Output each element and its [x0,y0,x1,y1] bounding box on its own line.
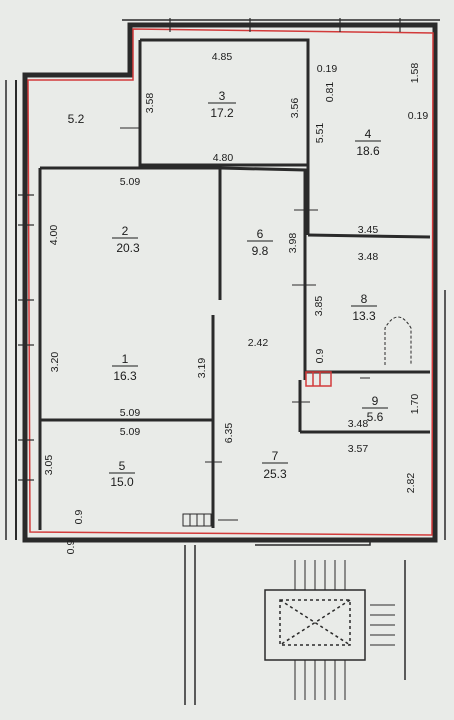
dim-room4-left: 5.51 [314,123,326,144]
dim-room3-bottom: 4.80 [213,152,234,164]
dim-room9-bottom: 3.48 [348,418,369,430]
riser-shaft [305,371,332,387]
room-3-number: 3 [219,89,226,103]
room-7-area: 25.3 [263,467,287,481]
dim-hall-width: 2.42 [248,337,269,349]
dim-room4-a: 0.19 [317,63,338,75]
dim-room4-d: 0.19 [408,110,429,122]
room-1-number: 1 [122,352,129,366]
dimension-ticks [120,127,370,521]
room-8-number: 8 [361,292,368,306]
dim-room7-top: 3.57 [348,443,369,455]
room-4-number: 4 [365,127,372,141]
room-5-area: 15.0 [110,475,134,489]
dim-room5-top: 5.09 [120,426,141,438]
dim-balcony: 5.2 [68,112,85,126]
room-labels: 1 16.3 2 20.3 3 17.2 4 18.6 5 15.0 6 9.8… [109,89,388,489]
bathtub [384,316,412,365]
dim-room2-left: 4.00 [48,225,60,246]
dim-room8-left: 3.85 [313,296,325,317]
dim-room8-top: 3.48 [358,251,379,263]
room-2-area: 20.3 [116,241,140,255]
dim-room1-right: 3.19 [196,358,208,379]
room-6-number: 6 [257,227,264,241]
room-1-area: 16.3 [113,369,137,383]
dim-room7-right: 2.82 [405,473,417,494]
room-7-number: 7 [272,449,279,463]
dim-room7-left: 6.35 [223,423,235,444]
dim-room3-left: 3.58 [144,93,156,114]
dim-room6-right: 3.98 [287,233,299,254]
dim-room9-left: 0.9 [314,349,326,364]
dim-stair-a: 0.9 [73,510,85,525]
dim-room4-b: 0.81 [324,82,336,103]
room-3-area: 17.2 [210,106,234,120]
dimension-labels: 5.2 4.85 3.58 3.56 4.80 0.19 0.81 1.58 0… [43,51,428,554]
dim-stair-b: 0.9 [65,540,77,555]
room-9-area: 5.6 [367,410,384,424]
outer-walls [5,19,446,543]
dim-room4-bottom: 3.45 [358,224,379,236]
room-6-area: 9.8 [252,244,269,258]
dim-room1-left: 3.20 [49,352,61,373]
stair-treads [294,560,395,700]
dim-room5-left: 3.05 [43,455,55,476]
dim-room3-right: 3.56 [289,98,301,119]
dim-room3-top: 4.85 [212,51,233,63]
dim-room9-right: 1.70 [409,394,421,415]
room-4-area: 18.6 [356,144,380,158]
vent-shafts [182,513,212,527]
room-8-area: 13.3 [352,309,376,323]
dim-room1-bottom: 5.09 [120,407,141,419]
interior-walls [38,38,431,530]
window-marks [18,18,401,481]
apartment-outline [27,28,434,536]
room-9-number: 9 [372,394,379,408]
room-2-number: 2 [122,224,129,238]
dim-room2-top: 5.09 [120,176,141,188]
dim-room4-c: 1.58 [409,63,421,84]
room-5-number: 5 [119,459,126,473]
